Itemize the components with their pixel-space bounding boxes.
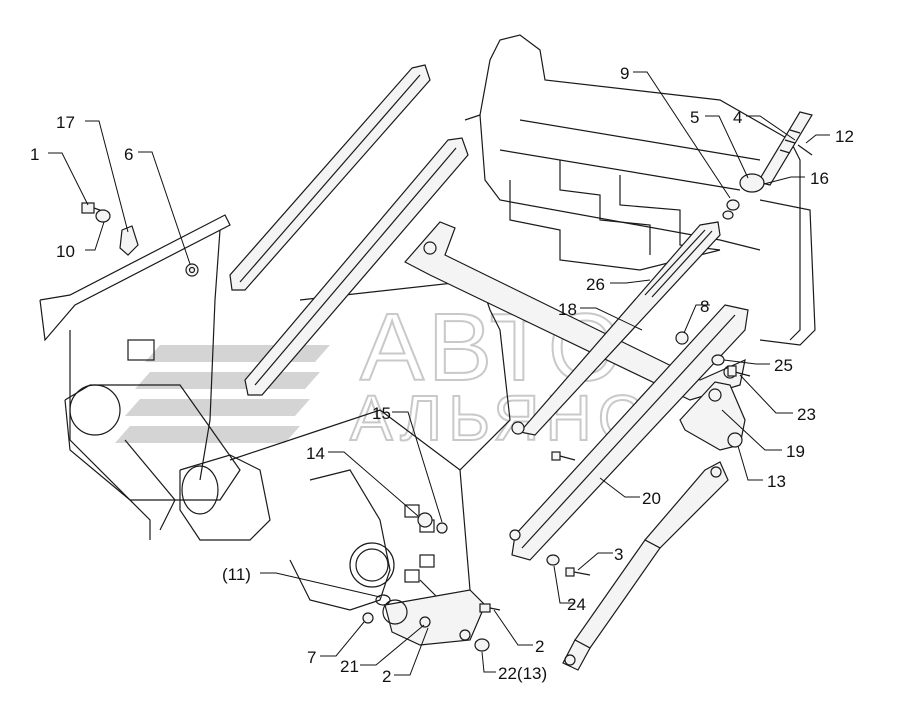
bolt-one <box>81 202 111 223</box>
callout-15: 15 <box>372 404 391 423</box>
callout-5: 5 <box>690 108 699 127</box>
callout-17: 17 <box>56 113 75 132</box>
callout-16: 16 <box>810 169 829 188</box>
nut-six <box>185 263 199 277</box>
callout-22-13: 22(13) <box>498 664 547 683</box>
bolt-rail-end <box>509 421 576 541</box>
lower-bracket <box>362 589 501 652</box>
bolt-four <box>757 111 813 186</box>
callout-7: 7 <box>307 648 316 667</box>
callout-8: 8 <box>700 297 709 316</box>
callout-25: 25 <box>774 356 793 375</box>
left-lower-rail <box>244 137 469 396</box>
callout-labels: 1 17 6 10 9 5 4 12 16 26 18 8 25 23 19 1… <box>30 64 854 686</box>
callout-18: 18 <box>558 300 577 319</box>
nut-thirteen <box>727 432 743 448</box>
main-frame <box>39 34 816 611</box>
watermark-line-2: АЛЬЯНС <box>350 382 650 454</box>
callout-10: 10 <box>56 242 75 261</box>
callout-19: 19 <box>786 442 805 461</box>
callout-21: 21 <box>340 657 359 676</box>
clip-seventeen <box>119 225 139 256</box>
callout-20: 20 <box>642 489 661 508</box>
bolt-three <box>546 554 591 577</box>
callout-6: 6 <box>124 145 133 164</box>
callout-4: 4 <box>733 108 742 127</box>
bolts-fourteen-fifteen <box>417 512 448 534</box>
pivot-nut <box>722 173 765 220</box>
callout-13: 13 <box>767 472 786 491</box>
callout-24: 24 <box>567 595 586 614</box>
leader-lines <box>48 71 830 676</box>
toothed-rack <box>518 221 721 436</box>
callout-2-left: 2 <box>382 667 391 686</box>
callout-12: 12 <box>835 127 854 146</box>
callout-23: 23 <box>797 405 816 424</box>
bracket-nineteen <box>679 381 746 451</box>
callout-1: 1 <box>30 145 39 164</box>
callout-2-right: 2 <box>535 637 544 656</box>
left-upper-rail <box>229 64 431 291</box>
callout-9: 9 <box>620 64 629 83</box>
nut-eight <box>675 331 689 345</box>
gas-strut <box>562 461 729 671</box>
callout-3: 3 <box>614 545 623 564</box>
callout-14: 14 <box>306 444 325 463</box>
callout-11: (11) <box>222 565 251 584</box>
callout-26: 26 <box>586 275 605 294</box>
